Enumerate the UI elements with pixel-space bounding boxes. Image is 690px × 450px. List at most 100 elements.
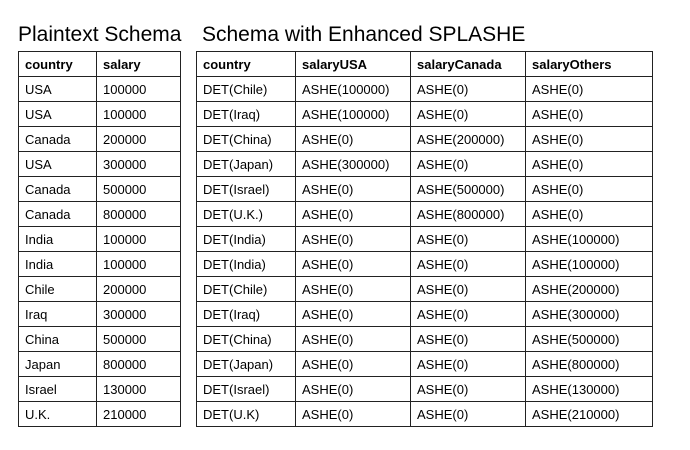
table-cell: ASHE(0) — [410, 376, 526, 402]
table-row: DET(Iraq)ASHE(100000)ASHE(0)ASHE(0) — [196, 101, 653, 127]
header-country: country — [18, 51, 97, 77]
table-cell: Japan — [18, 351, 97, 377]
table-cell: DET(Chile) — [196, 276, 296, 302]
table-row: DET(Israel)ASHE(0)ASHE(0)ASHE(130000) — [196, 376, 653, 402]
table-cell: ASHE(0) — [410, 351, 526, 377]
table-cell: Iraq — [18, 301, 97, 327]
header-row: country salaryUSA salaryCanada salaryOth… — [196, 51, 653, 77]
table-cell: ASHE(0) — [525, 151, 653, 177]
table-cell: DET(China) — [196, 326, 296, 352]
table-cell: 800000 — [96, 351, 181, 377]
table-row: DET(U.K.)ASHE(0)ASHE(800000)ASHE(0) — [196, 201, 653, 227]
table-cell: ASHE(200000) — [525, 276, 653, 302]
table-cell: ASHE(0) — [410, 276, 526, 302]
enhanced-table: country salaryUSA salaryCanada salaryOth… — [196, 51, 653, 427]
header-salary-canada: salaryCanada — [410, 51, 526, 77]
table-cell: Chile — [18, 276, 97, 302]
table-cell: Canada — [18, 201, 97, 227]
table-cell: DET(China) — [196, 126, 296, 152]
table-cell: China — [18, 326, 97, 352]
enhanced-table-body: DET(Chile)ASHE(100000)ASHE(0)ASHE(0)DET(… — [196, 76, 653, 427]
header-salary: salary — [96, 51, 181, 77]
table-row: DET(Chile)ASHE(100000)ASHE(0)ASHE(0) — [196, 76, 653, 102]
table-cell: ASHE(0) — [295, 126, 411, 152]
table-cell: ASHE(0) — [410, 226, 526, 252]
header-row: country salary — [18, 51, 181, 77]
table-cell: U.K. — [18, 401, 97, 427]
table-cell: USA — [18, 151, 97, 177]
table-row: DET(Iraq)ASHE(0)ASHE(0)ASHE(300000) — [196, 301, 653, 327]
table-cell: DET(Iraq) — [196, 301, 296, 327]
table-cell: 100000 — [96, 101, 181, 127]
table-cell: Canada — [18, 176, 97, 202]
table-cell: ASHE(100000) — [525, 226, 653, 252]
header-country: country — [196, 51, 296, 77]
table-cell: India — [18, 226, 97, 252]
header-salary-others: salaryOthers — [525, 51, 653, 77]
table-cell: ASHE(0) — [410, 76, 526, 102]
table-row: DET(China)ASHE(0)ASHE(200000)ASHE(0) — [196, 126, 653, 152]
table-cell: 100000 — [96, 251, 181, 277]
table-cell: ASHE(0) — [410, 251, 526, 277]
table-row: DET(India)ASHE(0)ASHE(0)ASHE(100000) — [196, 226, 653, 252]
table-row: DET(U.K)ASHE(0)ASHE(0)ASHE(210000) — [196, 401, 653, 427]
table-cell: ASHE(0) — [410, 151, 526, 177]
table-cell: 100000 — [96, 226, 181, 252]
table-cell: ASHE(0) — [295, 401, 411, 427]
table-cell: DET(Chile) — [196, 76, 296, 102]
table-cell: ASHE(300000) — [295, 151, 411, 177]
table-cell: ASHE(0) — [295, 351, 411, 377]
table-cell: DET(U.K.) — [196, 201, 296, 227]
enhanced-table-header: country salaryUSA salaryCanada salaryOth… — [196, 51, 653, 77]
enhanced-schema-title: Schema with Enhanced SPLASHE — [202, 23, 526, 46]
table-cell: DET(Japan) — [196, 351, 296, 377]
table-cell: ASHE(0) — [295, 176, 411, 202]
table-cell: DET(India) — [196, 226, 296, 252]
table-cell: ASHE(0) — [295, 301, 411, 327]
table-cell: ASHE(0) — [525, 76, 653, 102]
table-cell: ASHE(210000) — [525, 401, 653, 427]
table-cell: USA — [18, 101, 97, 127]
table-cell: DET(U.K) — [196, 401, 296, 427]
table-row: DET(China)ASHE(0)ASHE(0)ASHE(500000) — [196, 326, 653, 352]
table-cell: DET(India) — [196, 251, 296, 277]
table-cell: 200000 — [96, 126, 181, 152]
table-cell: ASHE(0) — [410, 401, 526, 427]
table-cell: ASHE(0) — [410, 326, 526, 352]
table-cell: 800000 — [96, 201, 181, 227]
table-cell: Israel — [18, 376, 97, 402]
table-cell: ASHE(0) — [525, 176, 653, 202]
table-cell: 300000 — [96, 151, 181, 177]
header-salary-usa: salaryUSA — [295, 51, 411, 77]
table-row: DET(Japan)ASHE(0)ASHE(0)ASHE(800000) — [196, 351, 653, 377]
table-cell: ASHE(0) — [410, 101, 526, 127]
table-cell: 100000 — [96, 76, 181, 102]
table-cell: ASHE(0) — [295, 251, 411, 277]
table-cell: DET(Israel) — [196, 376, 296, 402]
table-cell: ASHE(100000) — [295, 76, 411, 102]
plaintext-table-header: country salary — [18, 51, 181, 77]
table-cell: ASHE(100000) — [525, 251, 653, 277]
table-cell: ASHE(0) — [525, 201, 653, 227]
table-cell: Canada — [18, 126, 97, 152]
table-cell: ASHE(300000) — [525, 301, 653, 327]
table-cell: ASHE(0) — [295, 226, 411, 252]
table-cell: ASHE(0) — [295, 276, 411, 302]
table-row: DET(Japan)ASHE(300000)ASHE(0)ASHE(0) — [196, 151, 653, 177]
table-cell: ASHE(500000) — [525, 326, 653, 352]
table-row: DET(India)ASHE(0)ASHE(0)ASHE(100000) — [196, 251, 653, 277]
table-cell: DET(Israel) — [196, 176, 296, 202]
table-cell: ASHE(0) — [410, 301, 526, 327]
